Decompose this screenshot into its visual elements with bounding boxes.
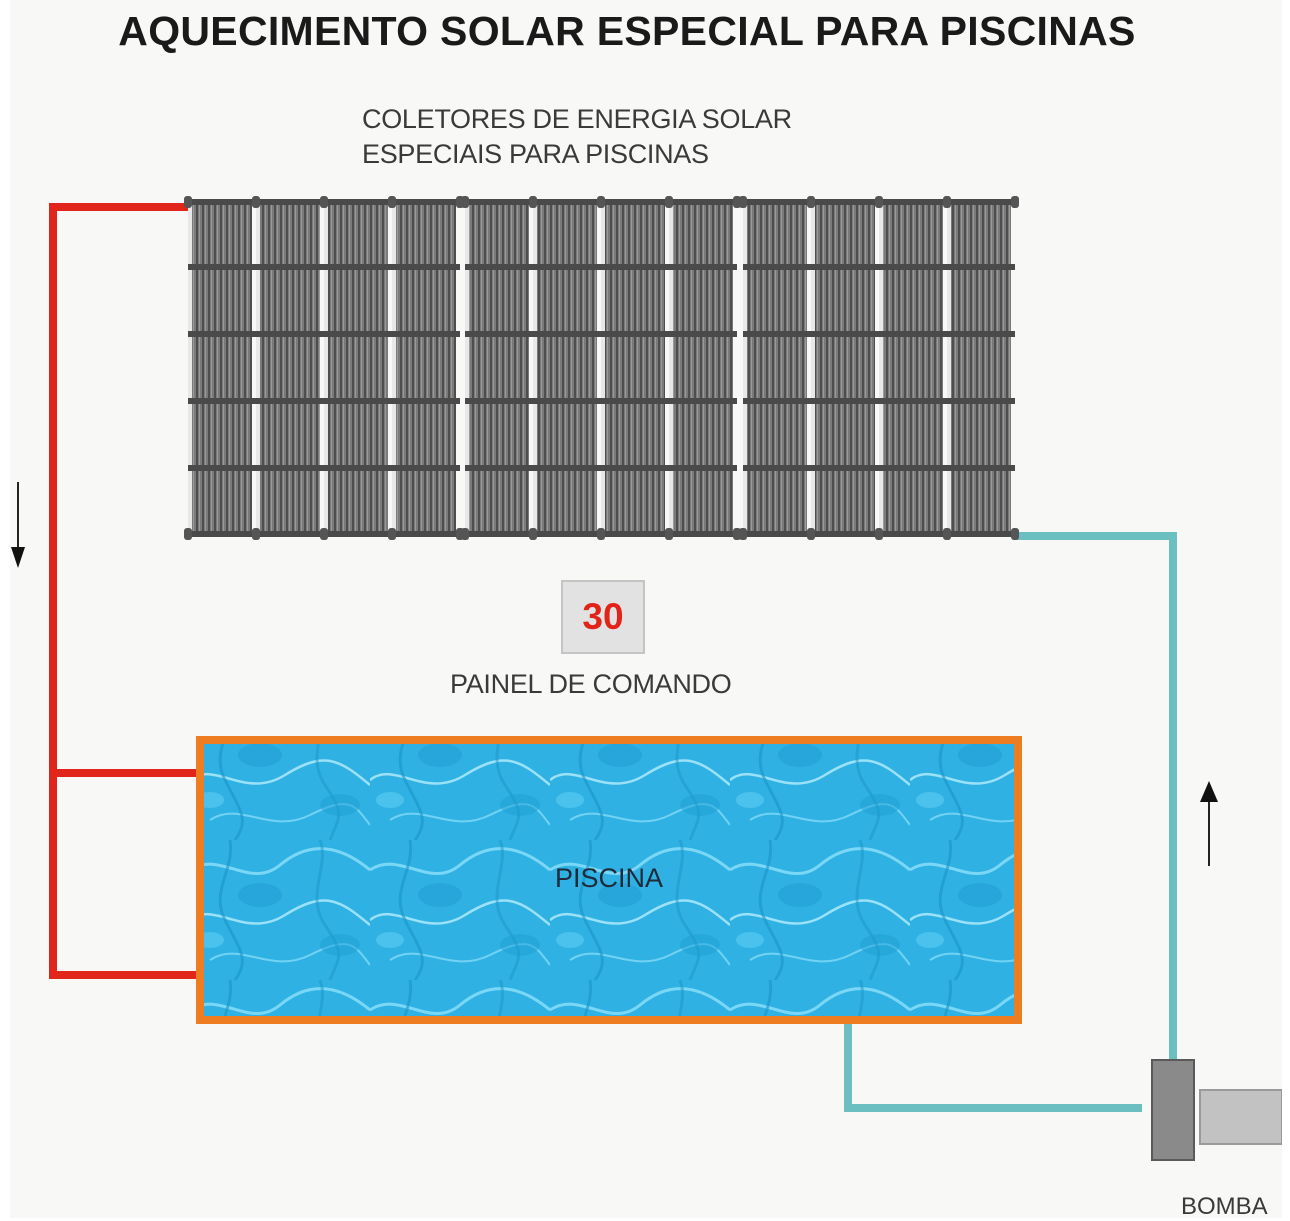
solar-collectors <box>184 196 1019 540</box>
collector-joint <box>461 528 469 540</box>
collector-panel <box>883 202 943 536</box>
collector-crossbar <box>465 398 737 404</box>
solar-heating-diagram <box>11 196 1282 1161</box>
collector-joint <box>184 528 192 540</box>
collector-joint <box>739 196 747 208</box>
pump-icon <box>1151 1059 1282 1161</box>
collector-joint <box>875 528 883 540</box>
collector-panel <box>815 202 875 536</box>
collector-joint <box>943 528 951 540</box>
collector-panel <box>747 202 807 536</box>
collector-gap <box>879 198 883 540</box>
collector-crossbar <box>465 264 737 270</box>
collector-crossbar <box>188 331 460 337</box>
collector-crossbar <box>465 465 737 471</box>
arrow-down-icon <box>11 482 25 568</box>
collector-panel <box>537 202 597 536</box>
collector-joint <box>529 528 537 540</box>
collectors-label-line1: COLETORES DE ENERGIA SOLAR <box>362 104 792 134</box>
collector-crossbar <box>465 331 737 337</box>
collector-panel <box>469 202 529 536</box>
collector-joint <box>252 196 260 208</box>
collector-gap <box>743 198 747 540</box>
collector-group <box>184 196 464 540</box>
collector-crossbar <box>188 465 460 471</box>
collector-joint <box>665 528 673 540</box>
collector-gap <box>601 198 605 540</box>
collector-crossbar <box>188 398 460 404</box>
cold-water-pipe <box>844 532 1177 1112</box>
diagram-canvas: AQUECIMENTO SOLAR ESPECIAL PARA PISCINAS… <box>10 0 1282 1220</box>
collector-joint <box>807 196 815 208</box>
collector-panel <box>192 202 252 536</box>
collector-gap <box>811 198 815 540</box>
collector-joint <box>875 196 883 208</box>
pump-label: BOMBA <box>1181 1193 1268 1220</box>
collector-crossbar <box>743 398 1015 404</box>
arrow-up-icon <box>1200 781 1218 866</box>
collector-joint <box>665 196 673 208</box>
collector-gap <box>533 198 537 540</box>
control-panel-label: PAINEL DE COMANDO <box>450 669 732 699</box>
collector-gap <box>324 198 328 540</box>
collector-joint <box>597 196 605 208</box>
collector-joint <box>320 528 328 540</box>
collector-joint <box>739 528 747 540</box>
collector-joint <box>529 196 537 208</box>
collectors-label-line2: ESPECIAIS PARA PISCINAS <box>362 139 709 169</box>
collector-joint <box>388 196 396 208</box>
collector-gap <box>669 198 673 540</box>
collector-crossbar <box>743 331 1015 337</box>
collector-joint <box>252 528 260 540</box>
collector-crossbar <box>743 264 1015 270</box>
collector-gap <box>392 198 396 540</box>
collector-gap <box>947 198 951 540</box>
collectors-label: COLETORES DE ENERGIA SOLAR ESPECIAIS PAR… <box>362 102 792 172</box>
collector-gap <box>256 198 260 540</box>
collector-group <box>461 196 741 540</box>
pool-label: PISCINA <box>555 863 664 893</box>
collector-joint <box>461 196 469 208</box>
collector-panel <box>396 202 456 536</box>
collector-panel <box>605 202 665 536</box>
collector-joint <box>320 196 328 208</box>
collector-joint <box>807 528 815 540</box>
collector-crossbar <box>743 465 1015 471</box>
pool <box>196 736 1022 1024</box>
collector-group <box>739 196 1019 540</box>
collector-gap <box>188 198 192 540</box>
collector-joint <box>1011 196 1019 208</box>
collector-joint <box>943 196 951 208</box>
collector-panel <box>673 202 733 536</box>
collector-joint <box>597 528 605 540</box>
collector-joint <box>184 196 192 208</box>
collector-panel <box>328 202 388 536</box>
collector-panel <box>951 202 1011 536</box>
page-title: AQUECIMENTO SOLAR ESPECIAL PARA PISCINAS <box>118 8 1136 54</box>
collector-panel <box>260 202 320 536</box>
hot-water-pipe <box>49 203 200 979</box>
collector-gap <box>465 198 469 540</box>
collector-joint <box>1011 528 1019 540</box>
control-panel-display[interactable]: 30 <box>561 580 645 654</box>
collector-crossbar <box>188 264 460 270</box>
collector-joint <box>388 528 396 540</box>
